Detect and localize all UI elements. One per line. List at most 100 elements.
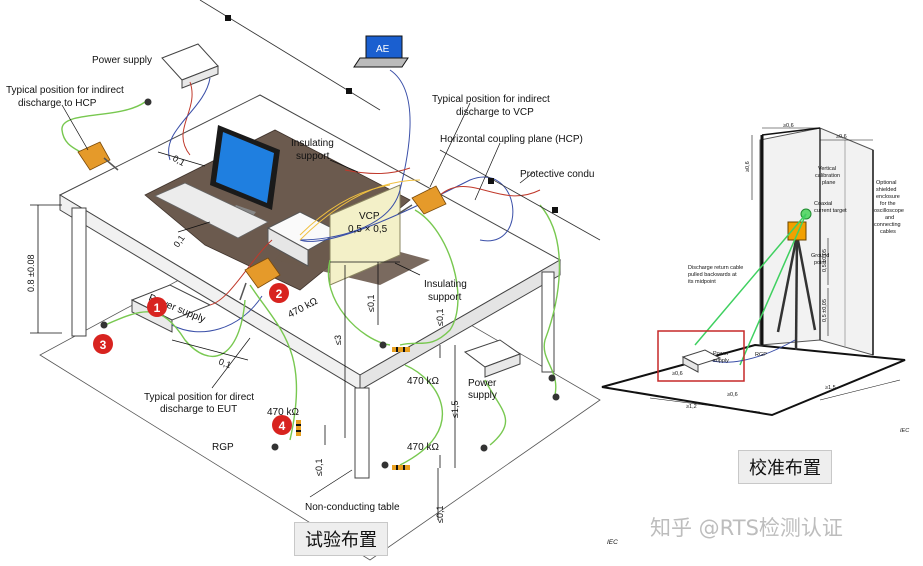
label-rgp-left: RGP	[212, 442, 234, 453]
esd-gun	[397, 185, 447, 215]
power-supply-top	[161, 43, 219, 89]
caption-test-setup: 试验布置	[294, 522, 388, 556]
calibration-setup: ≥0,6 ≥0,6 ≥0,6 Vertical calibration plan…	[601, 123, 909, 434]
cal-dim-15: ≥1,5	[825, 385, 836, 391]
cal-dim-side: ≥0,6	[745, 161, 751, 172]
label-power-right-2: supply	[468, 390, 497, 401]
table-leg	[354, 387, 370, 479]
cal-shield-1: Optional	[876, 180, 897, 186]
cal-shield-8: cables	[880, 229, 896, 235]
keyboard	[154, 182, 269, 239]
caption-calibration-setup: 校准布置	[738, 450, 832, 484]
cal-shield-5: oscilloscope	[874, 208, 904, 214]
label-hcp: Horizontal coupling plane (HCP)	[440, 134, 583, 145]
label-insulating-top-1: Insulating	[291, 138, 334, 149]
label-insulating-mid-2: support	[428, 292, 462, 303]
cal-return-3: its midpoint	[688, 279, 716, 285]
label-r2: 470 kΩ	[407, 376, 439, 387]
tripod	[776, 234, 817, 351]
table-leg	[541, 271, 555, 373]
watermark: 知乎 @RTS检测认证	[650, 516, 843, 540]
svg-text:2: 2	[276, 287, 283, 301]
cal-shield-7: connecting	[874, 222, 901, 228]
cal-return-2: pulled backwards at	[688, 272, 737, 278]
power-supply-right	[463, 339, 522, 378]
resistor	[296, 420, 301, 436]
ground-point	[379, 341, 387, 349]
svg-text:3: 3	[100, 338, 107, 352]
ground-point	[144, 98, 152, 106]
esd-gun	[77, 141, 119, 171]
marker-1: 1	[147, 297, 167, 317]
cal-shield-3: enclosure	[876, 194, 900, 200]
label-typical-eut-1: Typical position for direct	[144, 392, 254, 403]
cal-rgp: RGP	[755, 352, 767, 358]
cal-ground-2: point	[814, 260, 826, 266]
label-non-conducting: Non-conducting table	[305, 502, 400, 513]
label-typical-hcp-2: discharge to HCP	[18, 98, 97, 109]
cal-shield-6: and	[885, 215, 894, 221]
dim-table-height: 0.8 ±0.08	[26, 255, 36, 292]
cal-dim-05a: 0,5 ±0,05	[822, 249, 828, 272]
cal-vcal-3: plane	[822, 180, 835, 186]
label-insulating-mid-1: Insulating	[424, 279, 467, 290]
highlight-box	[657, 330, 745, 382]
svg-text:4: 4	[279, 419, 286, 433]
cal-vcal-2: calibration	[815, 173, 840, 179]
ground-point	[100, 321, 108, 329]
resistor	[392, 347, 410, 352]
blue-cable	[168, 77, 211, 161]
marker-3: 3	[93, 334, 113, 354]
cal-shield-2: shielded	[876, 187, 897, 193]
cal-ground-1: Ground	[811, 253, 829, 259]
dim-01-d: ≤0,1	[366, 295, 376, 312]
ground-point	[552, 393, 560, 401]
label-protective: Protective condu	[520, 169, 595, 180]
ground-point	[480, 444, 488, 452]
esd-gun	[239, 257, 281, 301]
ground-point	[381, 461, 389, 469]
dim-01-c: 0,1	[217, 356, 232, 370]
dim-01-f: ≤0,1	[314, 459, 324, 476]
cal-dim-05b: 0,5 ±0,05	[822, 299, 828, 322]
label-power-right-1: Power	[468, 378, 497, 389]
cal-return-1: Discharge return cable	[688, 265, 743, 271]
dim-le15: ≤1,5	[450, 401, 460, 418]
cal-vcal-1: Vertical	[818, 166, 836, 172]
cal-ps-1: Power	[713, 351, 729, 357]
ae-laptop	[353, 35, 409, 68]
label-vcp-1: VCP	[359, 211, 380, 222]
ground-point	[271, 443, 279, 451]
label-vcp-2: 0,5 × 0,5	[348, 224, 388, 235]
dim-01-g: ≤0,1	[435, 506, 445, 523]
label-ae: AE	[376, 44, 390, 55]
label-iec-left: IEC	[607, 539, 618, 546]
label-r3: 470 kΩ	[407, 442, 439, 453]
cal-dim-06b: ≥0,6	[727, 392, 738, 398]
label-typical-eut-2: discharge to EUT	[160, 404, 237, 415]
cal-ps-2: supply	[713, 358, 729, 364]
cal-dim-06: ≥0,6	[672, 371, 683, 377]
dim-le3: ≤3	[333, 335, 343, 345]
svg-text:1: 1	[154, 301, 161, 315]
label-typical-vcp-2: discharge to VCP	[456, 107, 534, 118]
dimension-lines	[30, 151, 456, 520]
cal-iec: IEC	[900, 428, 909, 434]
resistor	[392, 465, 410, 470]
cal-dim-12: ≥1,2	[686, 404, 697, 410]
test-setup: Power supply AE Typical position for ind…	[6, 0, 618, 561]
marker-2: 2	[269, 283, 289, 303]
shield-enclosure	[759, 127, 874, 356]
cal-dim-top1: ≥0,6	[783, 123, 794, 129]
label-insulating-top-2: support	[296, 151, 330, 162]
ground-point	[548, 374, 556, 382]
cal-shield-4: for the	[880, 201, 896, 207]
table-leg	[71, 207, 87, 337]
cal-dim-top2: ≥0,6	[836, 134, 847, 140]
label-typical-hcp-1: Typical position for indirect	[6, 85, 124, 96]
cal-coax-1: Coaxial	[814, 201, 832, 207]
dim-01-e: ≤0,1	[435, 309, 445, 326]
label-typical-vcp-1: Typical position for indirect	[432, 94, 550, 105]
red-cable	[182, 81, 193, 156]
